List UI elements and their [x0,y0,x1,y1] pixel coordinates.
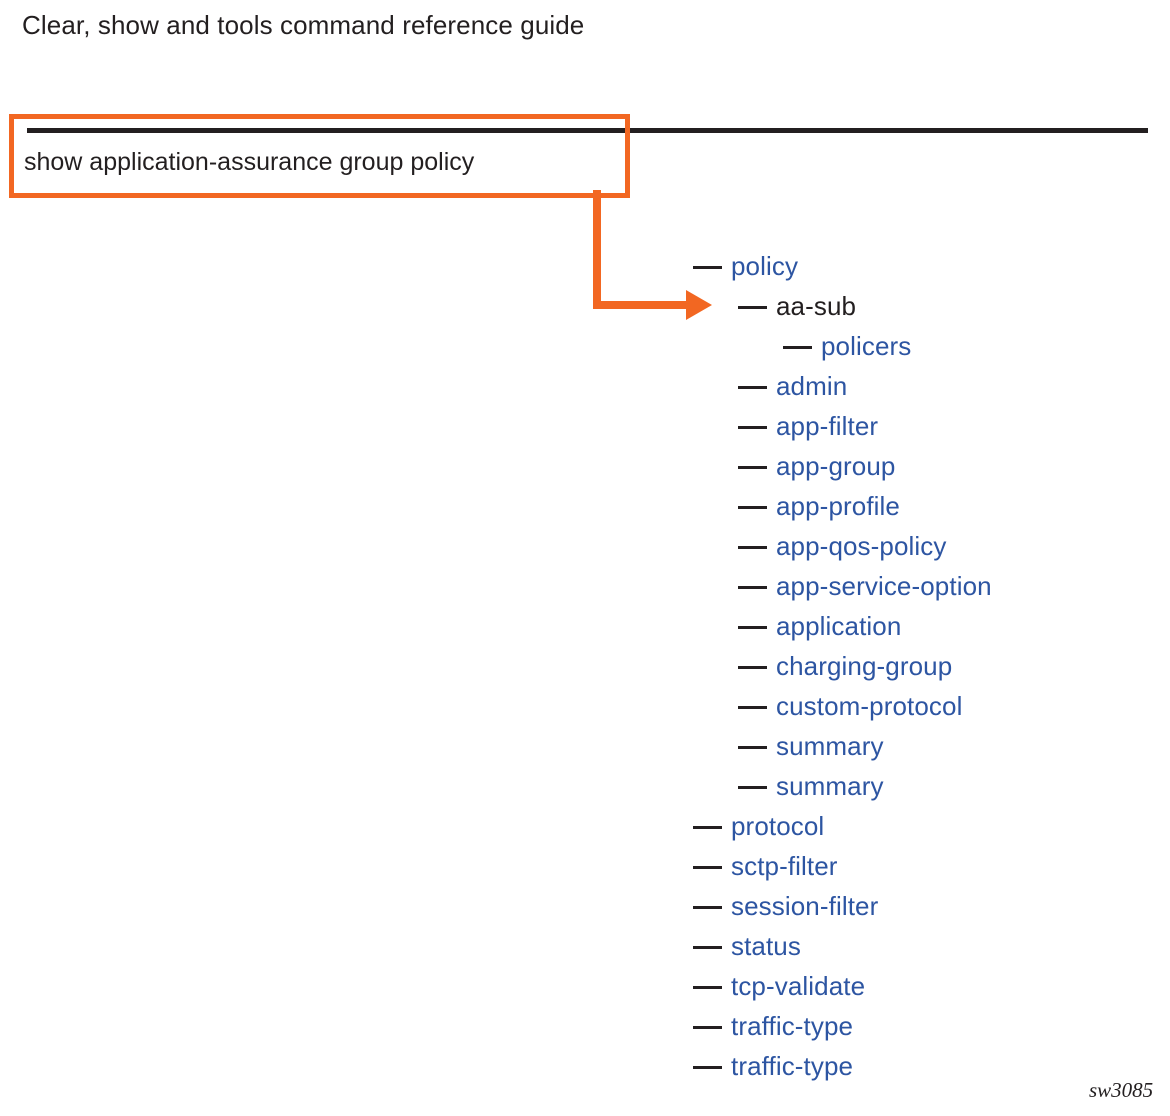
em-dash-icon [693,905,722,909]
em-dash-icon [738,505,767,509]
command-callout-box [9,114,630,198]
tree-node-label: admin [776,371,848,402]
em-dash-icon [738,465,767,469]
em-dash-icon [738,705,767,709]
tree-node-traffic-type[interactable]: traffic-type [693,1004,1163,1044]
tree-node-label: charging-group [776,651,953,682]
tree-node-app-qos-policy[interactable]: app-qos-policy [693,524,1163,564]
em-dash-icon [738,665,767,669]
tree-node-tcp-validate[interactable]: tcp-validate [693,964,1163,1004]
em-dash-icon [783,345,812,349]
tree-node-label: app-group [776,451,896,482]
em-dash-icon [738,545,767,549]
tree-node-label: application [776,611,902,642]
tree-node-label: status [731,931,801,962]
em-dash-icon [693,865,722,869]
callout-connector-arrow [593,190,712,320]
tree-node-app-group[interactable]: app-group [693,444,1163,484]
tree-node-label: app-profile [776,491,900,522]
tree-node-session-filter[interactable]: session-filter [693,884,1163,924]
tree-node-label: tcp-validate [731,971,866,1002]
tree-node-label: summary [776,771,884,802]
em-dash-icon [693,825,722,829]
tree-node-summary[interactable]: summary [693,724,1163,764]
tree-node-policy[interactable]: policy [693,244,1163,284]
tree-node-label: aa-sub [776,291,857,322]
em-dash-icon [738,785,767,789]
figure-id-label: sw3085 [1089,1078,1154,1102]
tree-node-app-profile[interactable]: app-profile [693,484,1163,524]
tree-node-custom-protocol[interactable]: custom-protocol [693,684,1163,724]
tree-node-app-filter[interactable]: app-filter [693,404,1163,444]
tree-node-app-service-option[interactable]: app-service-option [693,564,1163,604]
em-dash-icon [693,1065,722,1069]
tree-node-admin[interactable]: admin [693,364,1163,404]
em-dash-icon [693,945,722,949]
command-syntax-label: show application-assurance group policy [24,148,475,176]
em-dash-icon [738,425,767,429]
header-divider-rule [27,128,1148,133]
em-dash-icon [738,385,767,389]
tree-node-label: traffic-type [731,1011,854,1042]
tree-node-label: custom-protocol [776,691,963,722]
tree-node-summary[interactable]: summary [693,764,1163,804]
em-dash-icon [693,985,722,989]
tree-node-charging-group[interactable]: charging-group [693,644,1163,684]
tree-node-label: app-filter [776,411,879,442]
tree-node-label: policy [731,251,799,282]
tree-node-label: traffic-type [731,1051,854,1082]
tree-node-label: session-filter [731,891,879,922]
tree-node-label: app-service-option [776,571,992,602]
tree-node-policers[interactable]: policers [693,324,1163,364]
em-dash-icon [738,305,767,309]
tree-node-label: sctp-filter [731,851,838,882]
em-dash-icon [738,585,767,589]
tree-node-label: app-qos-policy [776,531,947,562]
em-dash-icon [693,1025,722,1029]
tree-node-label: summary [776,731,884,762]
em-dash-icon [693,265,722,269]
tree-node-status[interactable]: status [693,924,1163,964]
page-title: Clear, show and tools command reference … [22,10,585,40]
em-dash-icon [738,625,767,629]
command-hierarchy-tree: policy aa-sub policers admin app-filter app-g… [693,244,1163,1084]
tree-node-sctp-filter[interactable]: sctp-filter [693,844,1163,884]
tree-node-aa-sub[interactable]: aa-sub [693,284,1163,324]
tree-node-label: policers [821,331,912,362]
tree-node-traffic-type[interactable]: traffic-type [693,1044,1163,1084]
tree-node-protocol[interactable]: protocol [693,804,1163,844]
tree-node-application[interactable]: application [693,604,1163,644]
em-dash-icon [738,745,767,749]
tree-node-label: protocol [731,811,825,842]
